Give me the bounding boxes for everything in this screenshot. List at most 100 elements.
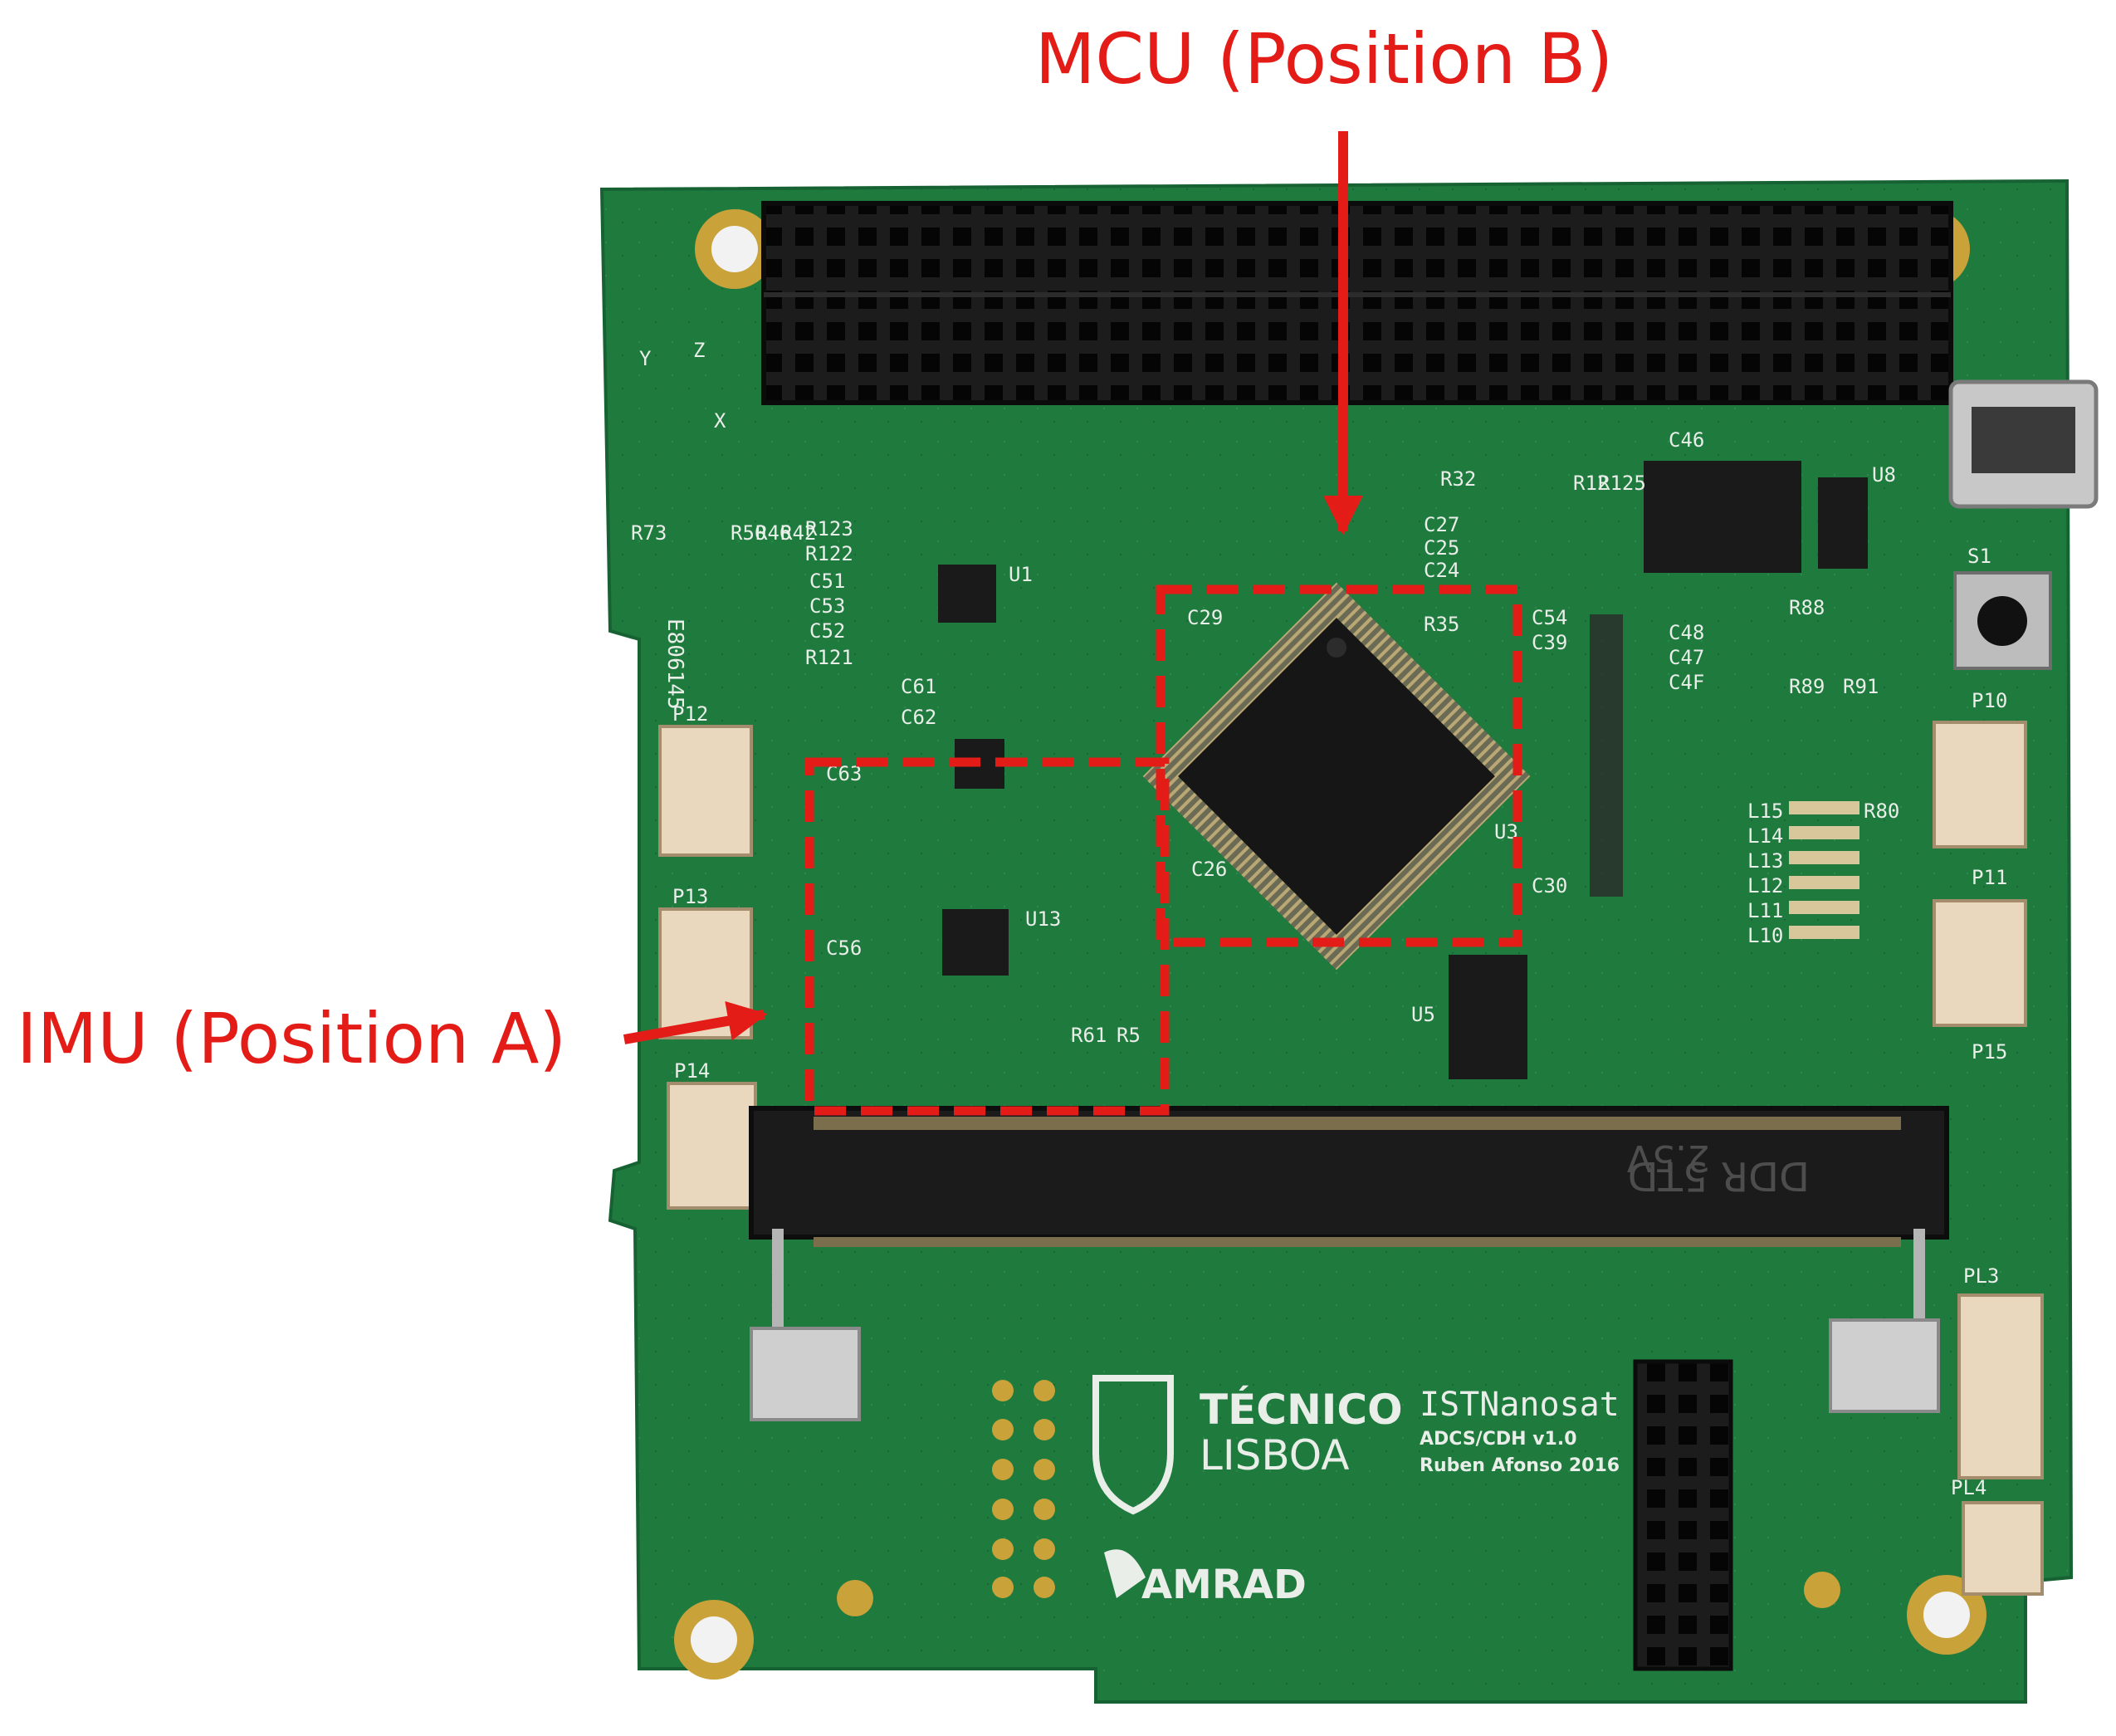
stacking-header	[761, 201, 1953, 405]
label-r123: R123	[805, 517, 853, 540]
label-l10: L10	[1747, 924, 1783, 947]
connector-p14	[667, 1082, 757, 1210]
label-l14: L14	[1747, 824, 1783, 848]
socket-latch-left	[750, 1327, 861, 1421]
imu-highlight-box	[804, 757, 1170, 1116]
connector-p12	[658, 725, 753, 857]
ram-marking-2: 2.5V	[1627, 1137, 1710, 1179]
via-pad	[1804, 1572, 1840, 1608]
push-button	[1953, 571, 2052, 670]
label-r35: R35	[1424, 613, 1459, 636]
label-r42: R42	[780, 521, 816, 545]
label-c56: C56	[826, 936, 862, 960]
ist-logo-line2: LISBOA	[1200, 1431, 1349, 1479]
amrad-logo: AMRAD	[1141, 1562, 1307, 1608]
label-c46: C46	[1669, 428, 1704, 452]
mcu-chip	[1142, 582, 1531, 971]
passive-column	[1590, 614, 1623, 897]
label-r125: R125	[1598, 472, 1646, 495]
label-p15: P15	[1972, 1040, 2007, 1064]
label-c54: C54	[1532, 606, 1567, 629]
label-c29: C29	[1187, 606, 1223, 629]
label-u1: U1	[1009, 563, 1033, 586]
label-r88: R88	[1789, 596, 1825, 619]
label-p12: P12	[672, 702, 708, 726]
ic-u8	[1644, 461, 1801, 573]
mcu-highlight-box	[1156, 584, 1522, 947]
project-version: ADCS/CDH v1.0	[1420, 1429, 1577, 1450]
ic-u5	[1449, 955, 1527, 1079]
label-r32: R32	[1440, 467, 1476, 491]
label-c61: C61	[901, 675, 936, 698]
connector-p11	[1933, 899, 2027, 1027]
ic-u1	[938, 565, 996, 623]
label-r121: R121	[805, 646, 853, 669]
label-c48: C48	[1669, 621, 1704, 644]
project-name: ISTNanosat	[1420, 1386, 1620, 1424]
label-c47: C47	[1669, 646, 1704, 669]
label-l15: L15	[1747, 800, 1783, 823]
label-axis-x: X	[714, 409, 726, 433]
label-axis-z: Z	[693, 339, 705, 362]
label-c30: C30	[1532, 874, 1567, 897]
label-r50: R50	[731, 521, 766, 545]
label-u13: U13	[1025, 907, 1061, 931]
label-c52: C52	[809, 619, 845, 643]
label-r80: R80	[1864, 800, 1899, 823]
ist-shield-logo	[1092, 1375, 1174, 1515]
label-c4f: C4F	[1669, 671, 1704, 694]
serial-number: E806145	[662, 619, 687, 710]
label-r46: R46	[755, 521, 791, 545]
amrad-dish-icon	[1104, 1549, 1146, 1598]
bottom-header	[1633, 1359, 1733, 1671]
label-r61: R61	[1071, 1024, 1107, 1047]
label-pl3: PL3	[1963, 1264, 1999, 1288]
label-c25: C25	[1424, 536, 1459, 560]
label-u8: U8	[1872, 463, 1896, 487]
via-pad	[837, 1580, 873, 1616]
label-p10: P10	[1972, 689, 2007, 712]
ram-marking-1: DDR 5TD	[1628, 1152, 1810, 1199]
usb-connector	[1948, 379, 2099, 509]
label-p11: P11	[1972, 866, 2007, 889]
label-r12: R12	[1573, 472, 1609, 495]
label-l11: L11	[1747, 899, 1783, 922]
imu-label: IMU (Position A)	[17, 998, 566, 1079]
memory-socket: DDR 5TD 2.5V	[749, 1106, 1949, 1395]
label-r91: R91	[1843, 675, 1879, 698]
label-c24: C24	[1424, 559, 1459, 582]
label-p13: P13	[672, 885, 708, 908]
silkscreen-labels: P12 P13 P14 P10 P11 P15 PL3 PL4 S1 U1 U1…	[631, 339, 2007, 1499]
label-s1: S1	[1967, 545, 1991, 568]
label-c26: C26	[1191, 858, 1227, 881]
label-r5: R5	[1117, 1024, 1141, 1047]
label-r73: R73	[631, 521, 667, 545]
ic-small	[1818, 477, 1868, 569]
label-l12: L12	[1747, 874, 1783, 897]
label-u5: U5	[1411, 1003, 1435, 1026]
connector-p10	[1933, 721, 2027, 848]
via-column	[992, 1380, 1055, 1598]
mounting-hole	[674, 1600, 754, 1680]
label-l13: L13	[1747, 849, 1783, 873]
ist-logo-line1: TÉCNICO	[1200, 1385, 1403, 1434]
connector-pl3	[1957, 1293, 2044, 1479]
connector-pl4	[1962, 1501, 2044, 1596]
ic-u13	[942, 909, 1009, 976]
project-author: Ruben Afonso 2016	[1420, 1455, 1620, 1476]
label-p14: P14	[674, 1059, 710, 1083]
label-c27: C27	[1424, 513, 1459, 536]
label-c39: C39	[1532, 631, 1567, 654]
imu-arrow	[623, 1000, 768, 1044]
socket-latch-right	[1829, 1318, 1940, 1413]
label-c53: C53	[809, 594, 845, 618]
label-c62: C62	[901, 706, 936, 729]
mcu-label: MCU (Position B)	[1035, 18, 1613, 100]
led-array	[1789, 801, 1859, 939]
label-r89: R89	[1789, 675, 1825, 698]
label-c51: C51	[809, 570, 845, 593]
label-r122: R122	[805, 542, 853, 565]
label-axis-y: Y	[639, 347, 652, 370]
mounting-hole	[695, 209, 775, 289]
